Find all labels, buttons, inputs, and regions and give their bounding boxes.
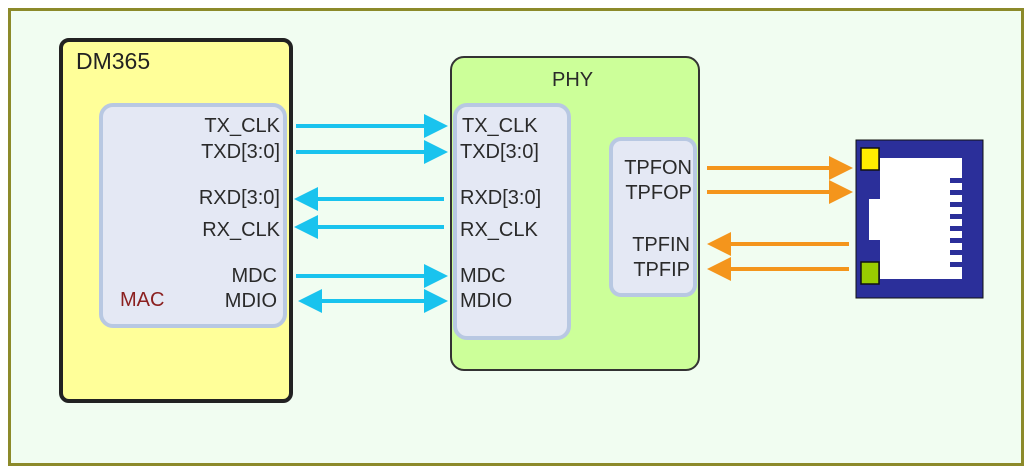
phy-title: PHY bbox=[552, 69, 594, 91]
dm365-title: DM365 bbox=[76, 48, 151, 74]
link-led-icon bbox=[860, 147, 880, 171]
phy-mii-port bbox=[453, 103, 571, 340]
phy-signal-tx-clk: TX_CLK bbox=[462, 115, 538, 137]
phy-signal-tpfip: TPFIP bbox=[633, 259, 690, 281]
dm365-signal-tx-clk: TX_CLK bbox=[204, 115, 280, 137]
dm365-signal-mdio: MDIO bbox=[224, 290, 277, 312]
activity-led-icon bbox=[860, 261, 880, 285]
mac-block bbox=[99, 103, 287, 328]
dm365-signal-txd: TXD[3:0] bbox=[201, 141, 280, 163]
phy-signal-tpfon: TPFON bbox=[624, 157, 692, 179]
dm365-signal-rx-clk: RX_CLK bbox=[202, 219, 280, 241]
rj45-connector-icon bbox=[855, 139, 984, 299]
phy-signal-tpfop: TPFOP bbox=[625, 182, 692, 204]
phy-signal-rx-clk: RX_CLK bbox=[460, 219, 538, 241]
phy-signal-tpfin: TPFIN bbox=[632, 234, 690, 256]
dm365-signal-mdc: MDC bbox=[231, 265, 277, 287]
phy-line-port bbox=[609, 137, 697, 297]
phy-signal-mdc: MDC bbox=[460, 265, 506, 287]
dm365-signal-rxd: RXD[3:0] bbox=[198, 187, 280, 209]
phy-signal-txd: TXD[3:0] bbox=[460, 141, 539, 163]
phy-signal-rxd: RXD[3:0] bbox=[460, 187, 542, 209]
mac-label: MAC bbox=[120, 289, 165, 311]
phy-signal-mdio: MDIO bbox=[460, 290, 513, 312]
